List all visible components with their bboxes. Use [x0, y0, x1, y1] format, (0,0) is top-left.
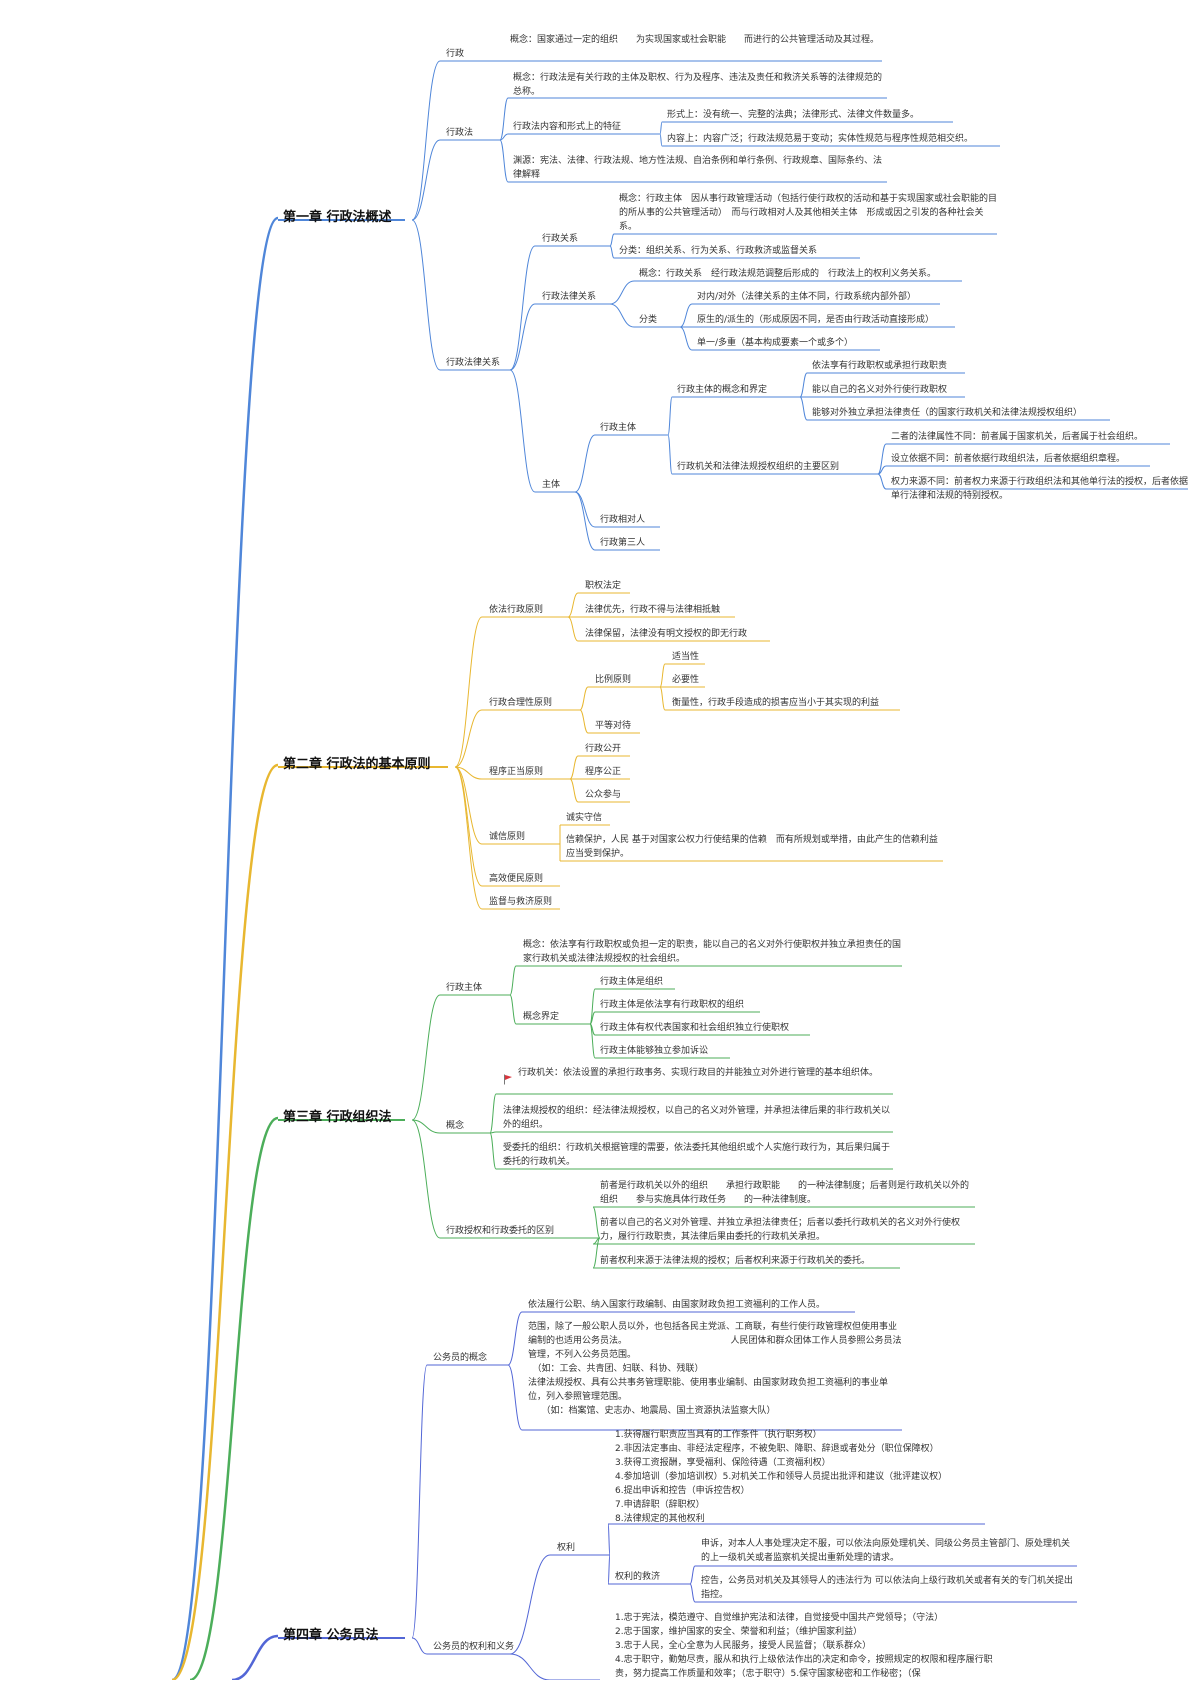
node-subject-difference[interactable]: 行政机关和法律法规授权组织的主要区别: [677, 462, 840, 472]
node-c3-subject[interactable]: 行政主体: [446, 983, 483, 993]
node-p1b[interactable]: 法律优先，行政不得与法律相抵触: [585, 605, 721, 615]
node-def-1[interactable]: 依法享有行政职权或承担行政职责: [812, 361, 948, 371]
node-c4-concept[interactable]: 公务员的概念: [433, 1353, 488, 1363]
node-feature-form[interactable]: 形式上：没有统一、完整的法典；法律形式、法律文件数量多。: [667, 110, 920, 120]
node-p2a3[interactable]: 衡量性，行政手段造成的损害应当小于其实现的利益: [672, 698, 880, 708]
node-class-2[interactable]: 原生的/派生的（形成原因不同，是否由行政活动直接形成）: [697, 315, 935, 325]
node-legal-relation-concept[interactable]: 概念：行政关系 经行政法规范调整后形成的 行政法上的权利义务关系。: [639, 269, 937, 279]
node-c3-d2[interactable]: 行政主体是依法享有行政职权的组织: [600, 1000, 745, 1010]
node-diff-2[interactable]: 设立依据不同：前者依据行政组织法，后者依据组织章程。: [891, 454, 1126, 464]
node-c4-jj2[interactable]: 控告，公务员对机关及其领导人的违法行为 可以依法向上级行政机关或者有关的专门机关…: [701, 1576, 1073, 1600]
node-legal-relation-class[interactable]: 分类: [639, 315, 658, 325]
node-p1c[interactable]: 法律保留，法律没有明文授权的即无行政: [585, 629, 748, 639]
node-principle-reasonableness[interactable]: 行政合理性原则: [489, 698, 553, 708]
node-xingzheng-concept[interactable]: 概念：国家通过一定的组织 为实现国家或社会职能 而进行的公共管理活动及其过程。: [510, 35, 880, 45]
node-c3-definition[interactable]: 概念界定: [523, 1012, 560, 1022]
node-c4-rights-list[interactable]: 1.获得履行职责应当具有的工作条件（执行职务权） 2.非因法定事由、非经法定程序…: [615, 1430, 948, 1524]
node-diff-1[interactable]: 二者的法律属性不同：前者属于国家机关，后者属于社会组织。: [891, 432, 1144, 442]
node-xingzhengfa[interactable]: 行政法: [446, 128, 474, 138]
node-diff-3[interactable]: 权力来源不同：前者权力来源于行政组织法和其他单行法的授权，后者依据单行法律和法规…: [891, 477, 1188, 501]
node-c3-qb1[interactable]: 前者是行政机关以外的组织 承担行政职能 的一种法律制度；后者则是行政机关以外的组…: [600, 1181, 970, 1205]
node-admin-relation[interactable]: 行政关系: [542, 234, 579, 244]
node-c3-gn1[interactable]: 行政机关：依法设置的承担行政事务、实现行政目的并能独立对外进行管理的基本组织体。: [518, 1068, 879, 1078]
node-principle-good-faith[interactable]: 诚信原则: [489, 832, 526, 842]
node-admin-relation-concept[interactable]: 概念：行政主体 因从事行政管理活动（包括行使行政权的活动和基于实现国家或社会职能…: [619, 194, 998, 232]
node-xingzhengfa-source[interactable]: 渊源：宪法、法律、行政法规、地方性法规、自治条例和单行条例、行政规章、国际条约、…: [513, 156, 883, 180]
node-third-party[interactable]: 行政第三人: [600, 538, 646, 548]
node-class-3[interactable]: 单一/多重（基本构成要素一个或多个）: [697, 338, 854, 348]
node-relation[interactable]: 行政法律关系: [446, 358, 501, 368]
node-admin-subject[interactable]: 行政主体: [600, 423, 637, 433]
node-c3-qb2[interactable]: 前者以自己的名义对外管理、并独立承担法律责任；后者以委托行政机关的名义对外行使权…: [600, 1218, 961, 1242]
node-principle-efficiency[interactable]: 高效便民原则: [489, 874, 544, 884]
node-p4a[interactable]: 诚实守信: [566, 813, 603, 823]
node-subject[interactable]: 主体: [542, 480, 561, 490]
chapter-4-title[interactable]: 第四章 公务员法: [283, 1628, 379, 1643]
chapter-1-title[interactable]: 第一章 行政法概述: [283, 210, 392, 225]
node-xingzhengfa-features[interactable]: 行政法内容和形式上的特征: [513, 122, 622, 132]
node-c3-subject-concept[interactable]: 概念：依法享有行政职权或负担一定的职责，能以自己的名义对外行使职权并独立承担责任…: [523, 940, 902, 964]
node-c4-remedy[interactable]: 权利的救济: [615, 1572, 661, 1582]
node-admin-relation-class[interactable]: 分类：组织关系、行为关系、行政救济或监督关系: [619, 246, 818, 256]
node-c4-gwy2[interactable]: 范围，除了一般公职人员以外，也包括各民主党派、工商联，有些行使行政管理权但使用事…: [528, 1322, 902, 1416]
node-def-2[interactable]: 能以自己的名义对外行使行政职权: [812, 385, 948, 395]
node-xingzheng[interactable]: 行政: [446, 49, 465, 59]
node-c3-d4[interactable]: 行政主体能够独立参加诉讼: [600, 1046, 709, 1056]
node-p2a2[interactable]: 必要性: [672, 675, 700, 685]
node-p3a[interactable]: 行政公开: [585, 744, 622, 754]
node-p4b[interactable]: 信赖保护，人民 基于对国家公权力行使结果的信赖 而有所规划或举措，由此产生的信赖…: [566, 835, 938, 859]
node-p3c[interactable]: 公众参与: [585, 790, 622, 800]
node-c4-duties-list[interactable]: 1.忠于宪法，模范遵守、自觉维护宪法和法律，自觉接受中国共产党领导；（守法） 2…: [615, 1613, 993, 1679]
node-principle-legality[interactable]: 依法行政原则: [489, 605, 544, 615]
node-p3b[interactable]: 程序公正: [585, 767, 622, 777]
node-subject-definition[interactable]: 行政主体的概念和界定: [677, 385, 768, 395]
node-c3-qb3[interactable]: 前者权利来源于法律法规的授权；后者权利来源于行政机关的委托。: [600, 1256, 871, 1266]
node-c3-gn3[interactable]: 受委托的组织：行政机关根据管理的需要，依法委托其他组织或个人实施行政行为，其后果…: [503, 1143, 891, 1167]
node-legal-relation[interactable]: 行政法律关系: [542, 292, 597, 302]
node-c4-rights-duties[interactable]: 公务员的权利和义务: [433, 1642, 515, 1652]
node-xingzhengfa-concept[interactable]: 概念：行政法是有关行政的主体及职权、行为及程序、违法及责任和救济关系等的法律规范…: [513, 73, 883, 97]
node-c3-concept[interactable]: 概念: [446, 1121, 465, 1131]
node-c3-d1[interactable]: 行政主体是组织: [600, 977, 664, 987]
node-c3-difference[interactable]: 行政授权和行政委托的区别: [446, 1226, 555, 1236]
flag-icon: [504, 1074, 512, 1085]
node-p2a1[interactable]: 适当性: [672, 652, 700, 662]
node-c4-gwy1[interactable]: 依法履行公职、纳入国家行政编制、由国家财政负担工资福利的工作人员。: [528, 1300, 826, 1310]
node-class-1[interactable]: 对内/对外（法律关系的主体不同，行政系统内部外部）: [697, 292, 917, 302]
node-c3-d3[interactable]: 行政主体有权代表国家和社会组织独立行使职权: [600, 1023, 790, 1033]
node-c3-gn2[interactable]: 法律法规授权的组织：经法律法规授权，以自己的名义对外管理，并承担法律后果的非行政…: [503, 1106, 891, 1130]
node-c4-rights[interactable]: 权利: [557, 1543, 576, 1553]
node-equal-treatment[interactable]: 平等对待: [595, 721, 632, 731]
node-counterpart[interactable]: 行政相对人: [600, 515, 646, 525]
chapter-2-title[interactable]: 第二章 行政法的基本原则: [283, 757, 431, 772]
node-p1a[interactable]: 职权法定: [585, 581, 622, 591]
chapter-3-title[interactable]: 第三章 行政组织法: [283, 1110, 392, 1125]
node-def-3[interactable]: 能够对外独立承担法律责任（的国家行政机关和法律法规授权组织）: [812, 408, 1083, 418]
node-principle-procedure[interactable]: 程序正当原则: [489, 767, 544, 777]
node-c4-jj1[interactable]: 申诉，对本人人事处理决定不服，可以依法向原处理机关、同级公务员主管部门、原处理机…: [701, 1539, 1071, 1563]
node-principle-supervision[interactable]: 监督与救济原则: [489, 897, 553, 907]
node-proportionality[interactable]: 比例原则: [595, 675, 632, 685]
node-feature-content[interactable]: 内容上：内容广泛；行政法规范易于变动；实体性规范与程序性规范相交织。: [667, 134, 974, 144]
